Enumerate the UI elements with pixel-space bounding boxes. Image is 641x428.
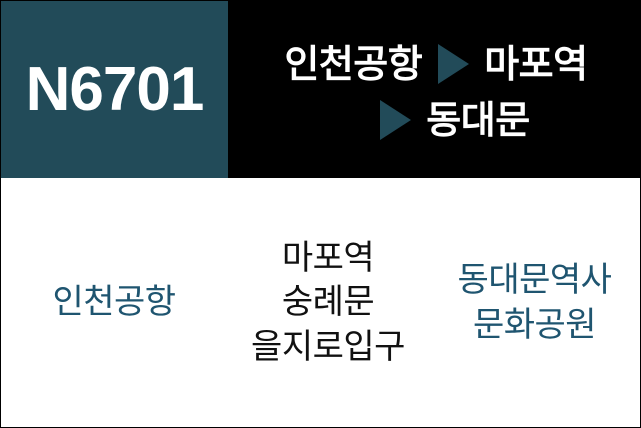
route-path-line-1: 인천공항 마포역 [280, 36, 588, 92]
triangle-right-icon [438, 43, 470, 84]
route-path-stop-destination: 동대문 [426, 97, 530, 142]
stop-list-body: 인천공항 마포역 숭례문 을지로입구 동대문역사 문화공원 [1, 178, 640, 427]
route-number-label: N6701 [25, 54, 205, 124]
stop-name: 문화공원 [472, 304, 597, 345]
stop-column-via: 마포역 숭례문 을지로입구 [227, 236, 429, 369]
route-path-stop-origin: 인천공항 [284, 41, 423, 86]
stop-column-origin: 인천공항 [1, 280, 227, 324]
triangle-right-icon [380, 99, 412, 140]
sign-header-band: N6701 인천공항 마포역 동대문 [1, 1, 640, 178]
stop-name: 인천공항 [52, 282, 176, 323]
route-number-badge: N6701 [1, 1, 228, 178]
stop-name: 을지로입구 [251, 326, 405, 367]
stop-name: 동대문역사 [457, 260, 612, 301]
route-path-line-2: 동대문 [338, 92, 530, 148]
stop-name: 마포역 [281, 238, 375, 279]
route-path-summary: 인천공항 마포역 동대문 [228, 1, 640, 178]
route-path-stop-via: 마포역 [484, 41, 588, 86]
stop-name: 숭례문 [281, 282, 375, 323]
stop-column-destination: 동대문역사 문화공원 [429, 258, 640, 346]
